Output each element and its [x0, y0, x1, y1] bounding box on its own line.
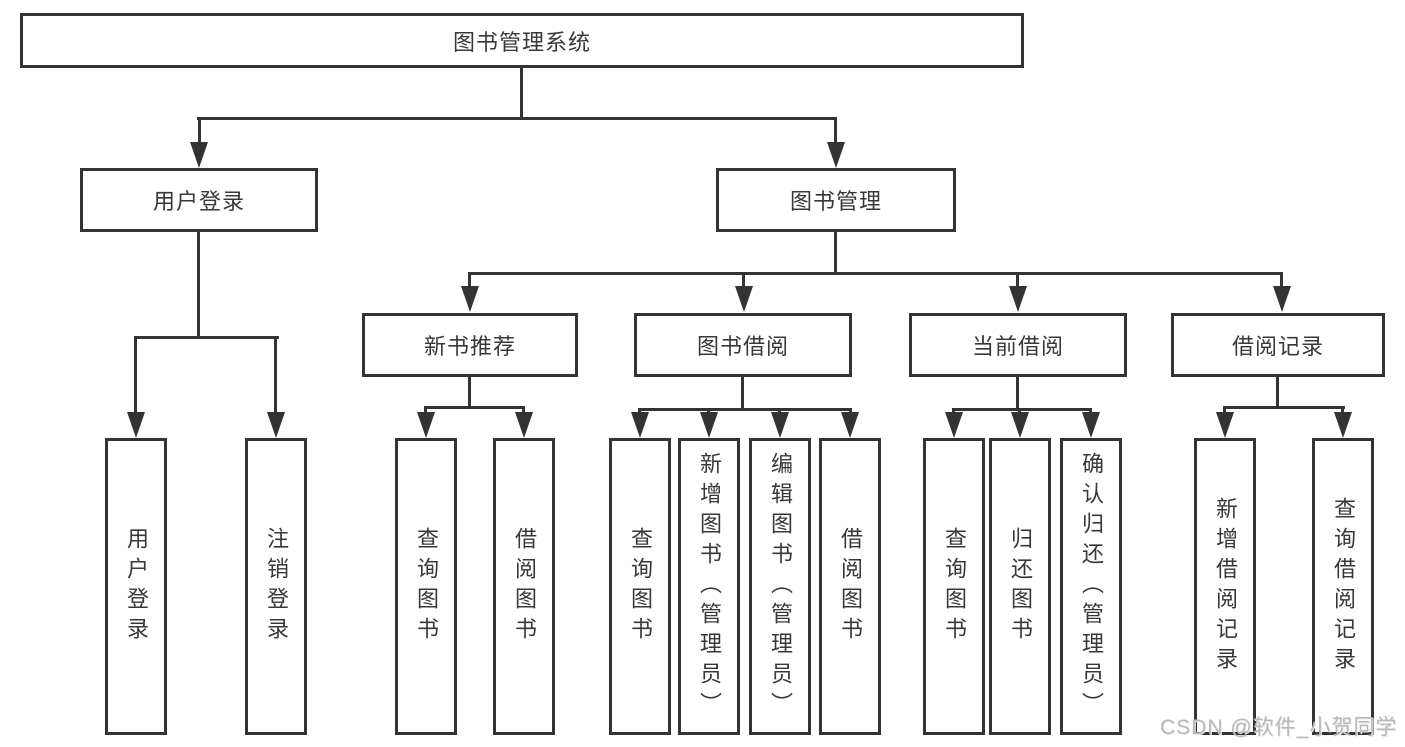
node-current-borrow: 当前借阅	[909, 313, 1127, 377]
connector	[468, 272, 1283, 275]
node-root: 图书管理系统	[20, 13, 1024, 68]
arrowhead	[515, 412, 533, 438]
connector	[1016, 272, 1019, 288]
arrowhead	[1082, 412, 1100, 438]
arrowhead	[267, 412, 285, 438]
leaf-borrow-edit-admin: 编辑图书（管理员）	[749, 438, 811, 735]
connector	[197, 232, 200, 339]
connector	[1341, 406, 1344, 414]
connector	[1280, 272, 1283, 288]
arrowhead	[771, 412, 789, 438]
node-user-login: 用户登录	[80, 168, 318, 232]
connector	[741, 377, 744, 410]
connector	[742, 272, 745, 288]
leaf-new-books-query: 查询图书	[395, 438, 457, 735]
connector	[952, 408, 955, 414]
connector	[520, 68, 523, 117]
arrowhead	[190, 142, 208, 168]
arrowhead	[1011, 412, 1029, 438]
node-new-books: 新书推荐	[362, 313, 578, 377]
arrowhead	[827, 142, 845, 168]
connector	[849, 408, 852, 414]
connector	[952, 408, 1092, 411]
arrowhead	[631, 412, 649, 438]
leaf-records-query: 查询借阅记录	[1312, 438, 1374, 735]
arrowhead	[1009, 286, 1027, 312]
leaf-borrow-add-admin: 新增图书（管理员）	[678, 438, 740, 735]
connector	[834, 232, 837, 274]
leaf-current-query: 查询图书	[923, 438, 985, 735]
connector	[274, 336, 277, 414]
connector	[638, 408, 641, 414]
connector	[424, 406, 427, 414]
connector	[134, 336, 279, 339]
arrowhead	[127, 412, 145, 438]
arrowhead	[945, 412, 963, 438]
connector	[424, 406, 525, 409]
connector	[1276, 377, 1279, 408]
connector	[1018, 408, 1021, 414]
arrowhead	[700, 412, 718, 438]
watermark: CSDN @软件_小贺同学	[1160, 716, 1398, 739]
arrowhead	[1273, 286, 1291, 312]
leaf-new-books-borrow: 借阅图书	[493, 438, 555, 735]
connector	[468, 272, 471, 288]
arrowhead	[461, 286, 479, 312]
connector	[198, 117, 201, 144]
leaf-user-login: 用户登录	[105, 438, 167, 735]
connector	[1223, 406, 1226, 414]
connector	[778, 408, 781, 414]
leaf-current-return: 归还图书	[989, 438, 1051, 735]
arrowhead	[735, 286, 753, 312]
node-book-mgmt: 图书管理	[716, 168, 956, 232]
arrowhead	[841, 412, 859, 438]
leaf-records-add: 新增借阅记录	[1194, 438, 1256, 735]
connector	[1089, 408, 1092, 414]
leaf-borrow-borrow: 借阅图书	[819, 438, 881, 735]
arrowhead	[1216, 412, 1234, 438]
leaf-current-confirm-admin: 确认归还（管理员）	[1060, 438, 1122, 735]
leaf-borrow-query: 查询图书	[609, 438, 671, 735]
node-borrow-records: 借阅记录	[1171, 313, 1385, 377]
connector	[1223, 406, 1345, 409]
connector	[1016, 377, 1019, 410]
arrowhead	[1334, 412, 1352, 438]
leaf-logout: 注销登录	[245, 438, 307, 735]
connector	[638, 408, 852, 411]
node-book-borrow: 图书借阅	[634, 313, 852, 377]
connector	[707, 408, 710, 414]
connector	[522, 406, 525, 414]
connector	[468, 377, 471, 408]
connector	[134, 336, 137, 414]
arrowhead	[417, 412, 435, 438]
connector	[197, 117, 837, 120]
connector	[834, 117, 837, 144]
